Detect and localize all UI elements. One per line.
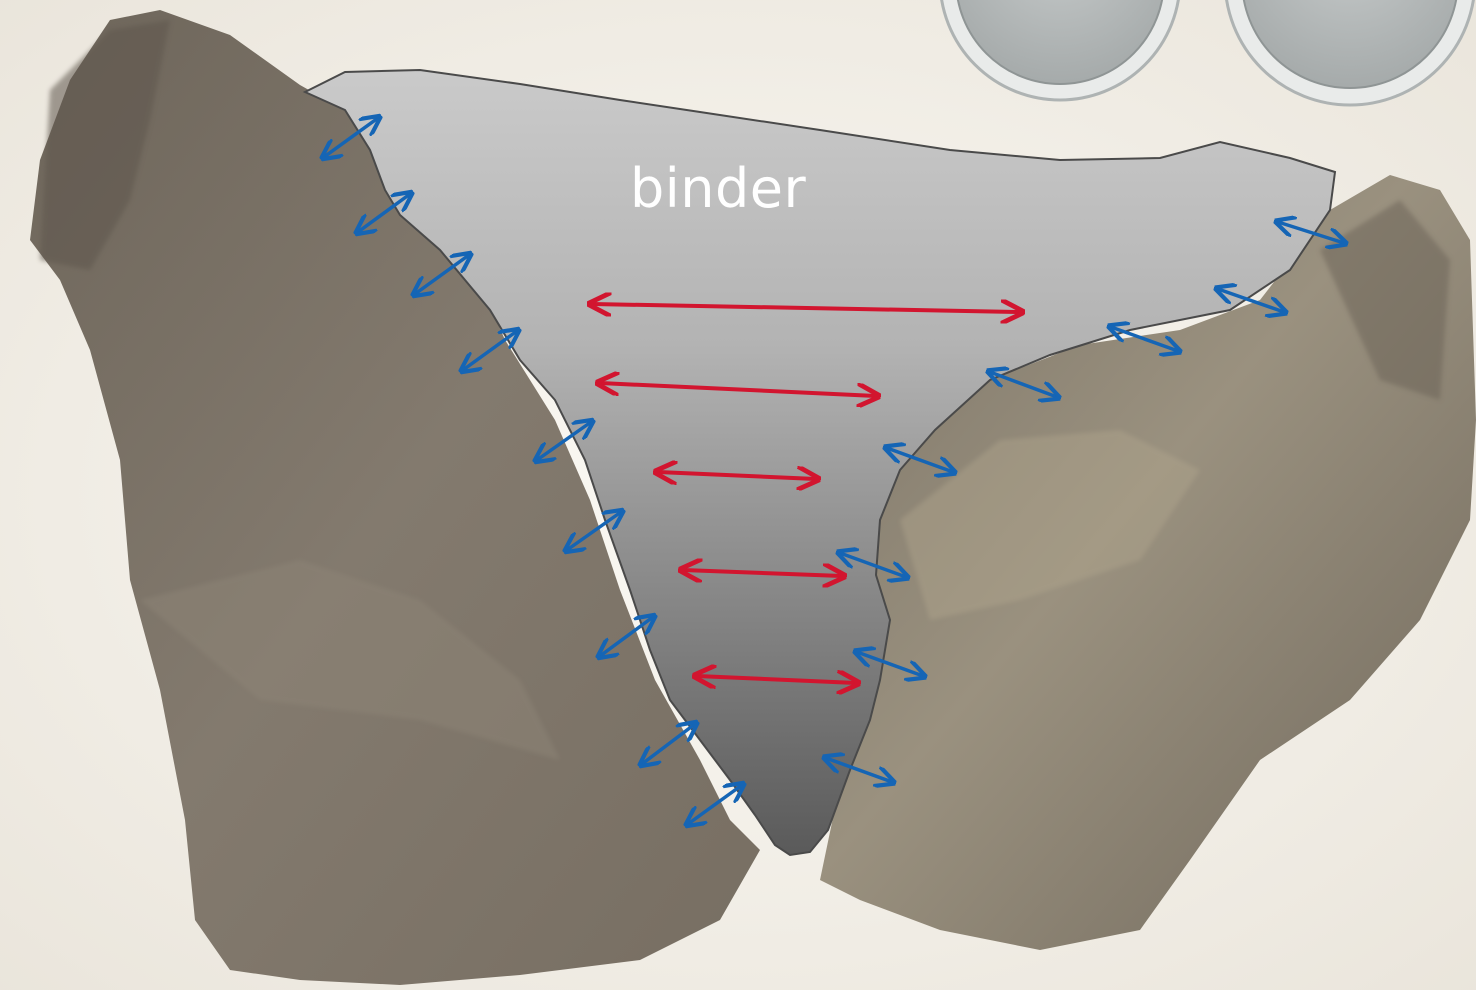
binder-label: binder bbox=[630, 162, 806, 216]
